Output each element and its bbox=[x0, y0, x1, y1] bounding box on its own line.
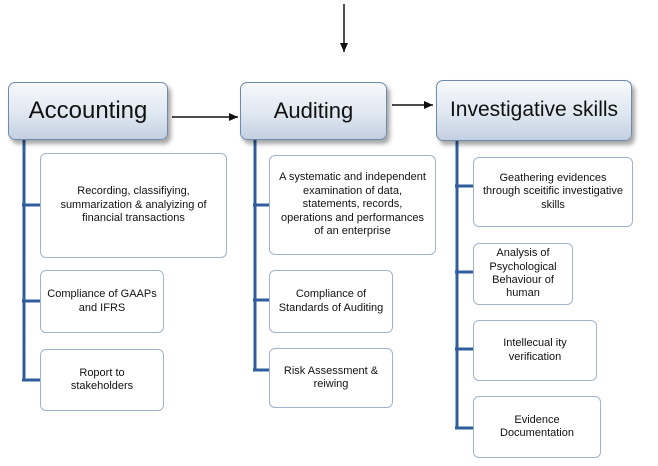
auditing-item-3: Risk Assessment & reiwing bbox=[269, 348, 393, 408]
auditing-item-3-label: Risk Assessment & reiwing bbox=[283, 364, 379, 390]
accounting-item-3: Roport to stakeholders bbox=[40, 349, 164, 411]
auditing-item-2-label: Compliance of Standards of Auditing bbox=[278, 288, 384, 314]
auditing-header: Auditing bbox=[240, 82, 387, 140]
investigative-item-4: Evidence Documentation bbox=[473, 396, 601, 458]
investigative-item-4-label: Evidence Documentation bbox=[500, 413, 574, 439]
auditing-item-1-label: A systematic and independent examination… bbox=[279, 171, 426, 238]
auditing-item-2: Compliance of Standards of Auditing bbox=[269, 270, 393, 333]
investigative-item-3-label: Intellecual ity verification bbox=[503, 337, 567, 363]
investigative-item-2: Analysis of Psychological Behaviour of h… bbox=[473, 243, 573, 305]
auditing-item-1: A systematic and independent examination… bbox=[269, 155, 436, 255]
investigative-header: Investigative skills bbox=[436, 80, 632, 141]
accounting-header: Accounting bbox=[8, 82, 168, 140]
accounting-item-3-label: Roport to stakeholders bbox=[70, 366, 134, 392]
investigative-item-2-label: Analysis of Psychological Behaviour of h… bbox=[489, 247, 557, 300]
investigative-item-1-label: Geathering evidences through sceitific i… bbox=[482, 171, 623, 211]
accounting-item-1-label: Recording, classifiying, summarization &… bbox=[60, 185, 207, 225]
auditing-header-label: Auditing bbox=[273, 98, 354, 124]
investigative-item-3: Intellecual ity verification bbox=[473, 320, 597, 381]
accounting-item-1: Recording, classifiying, summarization &… bbox=[40, 153, 227, 258]
accounting-header-label: Accounting bbox=[28, 97, 148, 125]
investigative-header-label: Investigative skills bbox=[449, 98, 619, 122]
investigative-item-1: Geathering evidences through sceitific i… bbox=[473, 157, 633, 227]
accounting-item-2: Compliance of GAAPs and IFRS bbox=[40, 270, 164, 333]
accounting-item-2-label: Compliance of GAAPs and IFRS bbox=[47, 288, 157, 314]
